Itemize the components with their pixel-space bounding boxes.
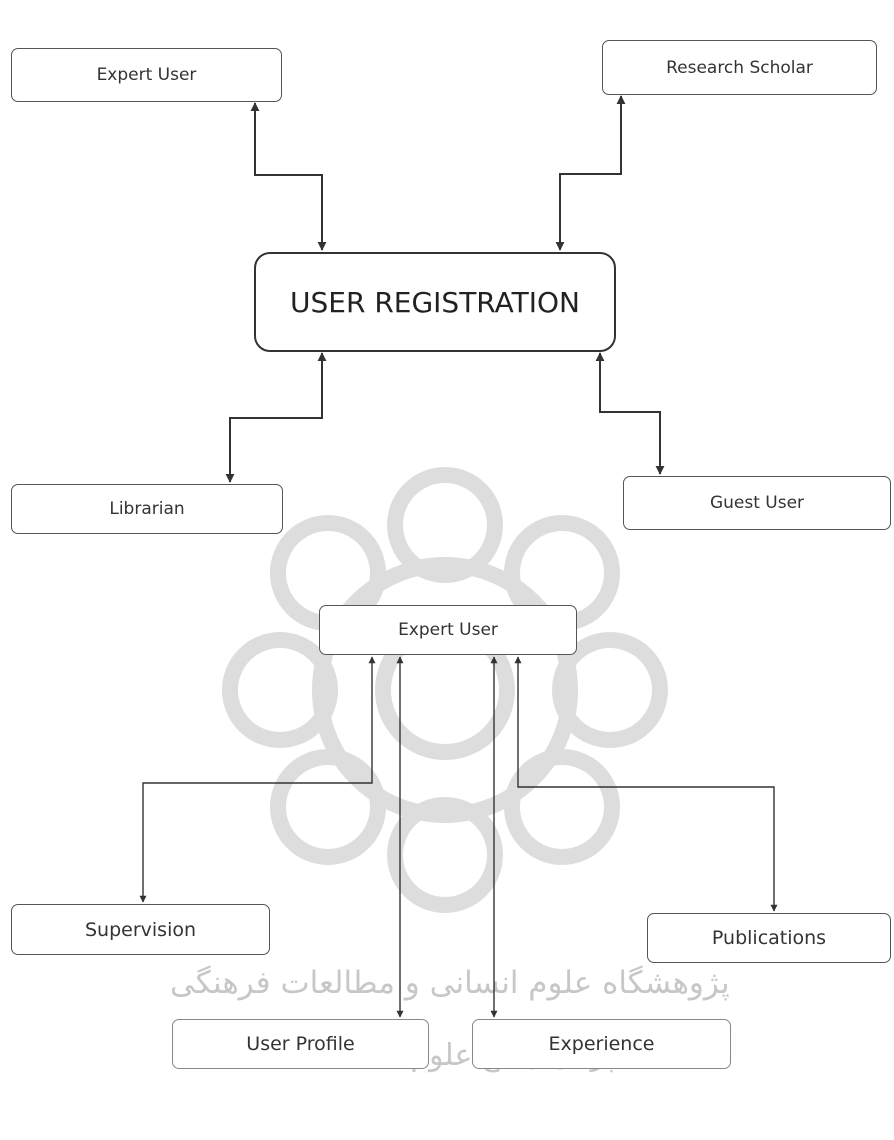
librarian-label: Librarian xyxy=(109,499,185,519)
supervision-box: Supervision xyxy=(11,904,270,955)
arrow-librarian-registration xyxy=(225,352,327,483)
arrow-research-scholar-registration xyxy=(555,95,626,251)
arrow-expert-user-registration xyxy=(250,102,327,251)
experience-label: Experience xyxy=(548,1033,655,1055)
user-profile-label: User Profile xyxy=(246,1033,355,1055)
arrow-guest-user-registration xyxy=(595,352,665,475)
supervision-label: Supervision xyxy=(84,918,197,941)
user-registration-label: USER REGISTRATION xyxy=(290,285,580,319)
arrow-expert-supervision xyxy=(139,656,376,903)
watermark-text-line1: پژوهشگاه علوم انسانی و مطالعات فرهنگی xyxy=(170,965,730,1001)
expert-user-box: Expert User xyxy=(11,48,282,102)
user-registration-box: USER REGISTRATION xyxy=(254,252,616,352)
publications-label: Publications xyxy=(711,927,827,949)
expert-user-center-label: Expert User xyxy=(398,620,498,640)
research-scholar-label: Research Scholar xyxy=(666,57,813,78)
experience-box: Experience xyxy=(472,1019,731,1069)
librarian-box: Librarian xyxy=(11,484,283,534)
user-profile-box: User Profile xyxy=(172,1019,429,1069)
arrow-expert-publications xyxy=(514,656,778,912)
expert-user-center-box: Expert User xyxy=(319,605,577,655)
guest-user-label: Guest User xyxy=(709,493,805,513)
research-scholar-box: Research Scholar xyxy=(602,40,877,95)
guest-user-box: Guest User xyxy=(623,476,891,530)
publications-box: Publications xyxy=(647,913,891,963)
expert-user-label: Expert User xyxy=(96,65,197,85)
